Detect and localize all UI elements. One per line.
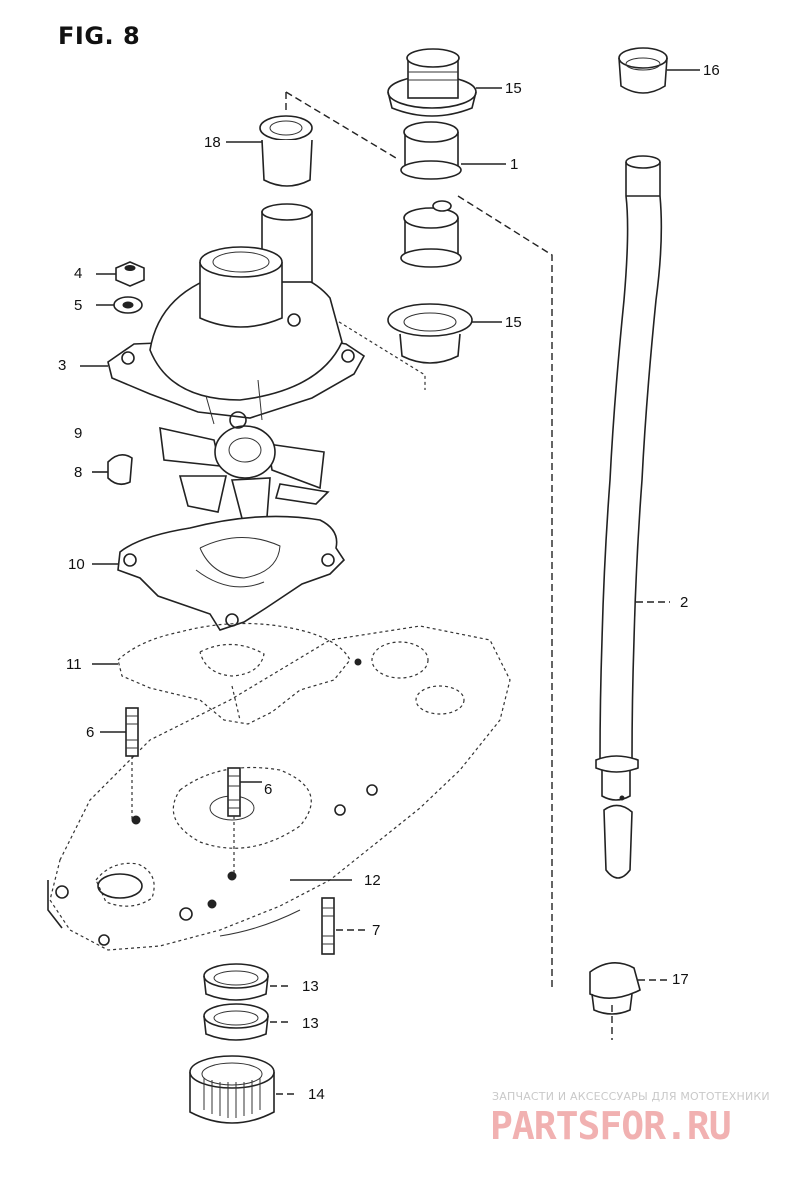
callout-8: 8 bbox=[74, 464, 83, 481]
callout-6-left: 6 bbox=[86, 724, 95, 741]
figure-title: FIG. 8 bbox=[58, 22, 141, 50]
part-15-upper-grommet bbox=[387, 48, 502, 117]
callout-9: 9 bbox=[74, 425, 83, 442]
callout-1: 1 bbox=[510, 156, 519, 173]
alignment-lines bbox=[241, 91, 613, 1040]
part-15-lower-grommet bbox=[387, 303, 502, 364]
part-14-bearing bbox=[189, 1055, 298, 1124]
part-3-pump-housing bbox=[80, 203, 366, 425]
callout-5: 5 bbox=[74, 297, 83, 314]
part-10-liner-plate bbox=[92, 515, 346, 631]
callout-2: 2 bbox=[680, 594, 689, 611]
part-18-collar bbox=[226, 115, 313, 187]
part-13-seal-lower bbox=[203, 1003, 290, 1041]
part-9-impeller bbox=[159, 411, 330, 531]
part-12-plate bbox=[49, 625, 511, 951]
part-17-plug bbox=[589, 962, 668, 1015]
part-11-gasket bbox=[92, 622, 351, 725]
callout-13-upper: 13 bbox=[302, 978, 319, 995]
callout-10: 10 bbox=[68, 556, 85, 573]
callout-17: 17 bbox=[672, 971, 689, 988]
part-6-stud-left bbox=[100, 707, 139, 820]
part-1-water-tube bbox=[400, 121, 506, 268]
callout-7: 7 bbox=[372, 922, 381, 939]
plate-shading bbox=[47, 880, 301, 937]
callout-6-center: 6 bbox=[264, 781, 273, 798]
callout-18: 18 bbox=[204, 134, 221, 151]
part-6-stud-center bbox=[227, 767, 262, 876]
callout-12: 12 bbox=[364, 872, 381, 889]
callout-14: 14 bbox=[308, 1086, 325, 1103]
callout-16: 16 bbox=[703, 62, 720, 79]
part-8-key bbox=[92, 454, 133, 486]
part-5-washer bbox=[96, 296, 143, 314]
watermark-tagline: ЗАПЧАСТИ И АКСЕССУАРЫ ДЛЯ МОТОТЕХНИКИ bbox=[492, 1090, 770, 1103]
callout-15-upper: 15 bbox=[505, 80, 522, 97]
part-13-seal-upper bbox=[203, 963, 290, 1001]
part-4-nut bbox=[96, 261, 145, 287]
part-7-stud bbox=[321, 897, 366, 955]
callout-13-lower: 13 bbox=[302, 1015, 319, 1032]
callout-3: 3 bbox=[58, 357, 67, 374]
callout-15-lower: 15 bbox=[505, 314, 522, 331]
part-2-long-tube bbox=[595, 155, 670, 879]
callout-4: 4 bbox=[74, 265, 83, 282]
watermark-logo: PARTSFOR.RU bbox=[490, 1104, 732, 1148]
callout-11: 11 bbox=[66, 656, 82, 673]
part-16-grommet bbox=[618, 47, 700, 94]
